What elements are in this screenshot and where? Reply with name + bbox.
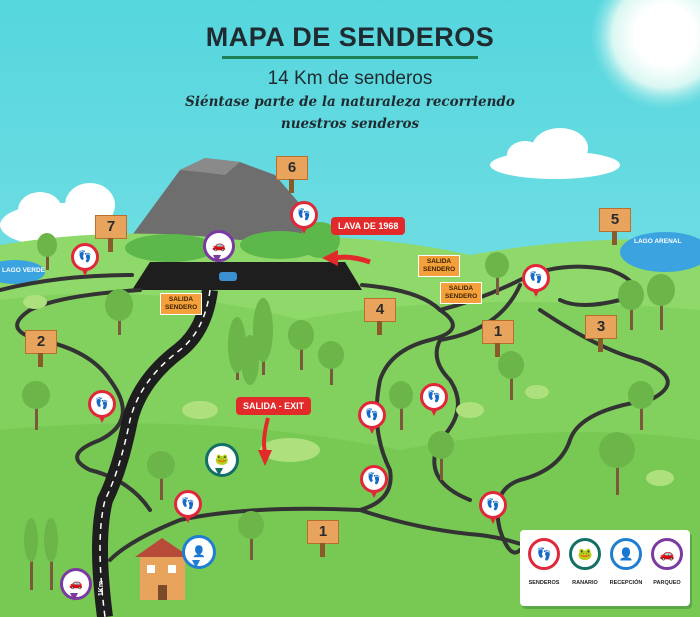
frog-icon: 🐸 (569, 538, 601, 570)
legend-label: RECEPCIÓN (609, 580, 643, 586)
trail-exit-tag: SALIDA SENDERO (418, 255, 460, 277)
legend-item-senderos: 👣 SENDEROS (524, 538, 564, 586)
legend-label: RANARIO (572, 580, 598, 586)
car-icon: 🚗 (212, 240, 226, 252)
trail-exit-tag: SALIDA SENDERO (440, 282, 482, 304)
legend-item-parqueo: 🚗 PARQUEO (647, 538, 687, 586)
trail-sign-6: 6 (276, 156, 308, 193)
footprints-icon: 👣 (78, 251, 92, 263)
tagline-line-2: nuestros senderos (280, 116, 420, 132)
title-underline (222, 56, 478, 59)
car-icon: 🚗 (69, 578, 83, 590)
trail-pin[interactable]: 👣 (358, 401, 386, 434)
trail-sign-1: 1 (307, 520, 339, 557)
exit-tag: SALIDA - EXIT (236, 397, 312, 415)
parked-car (219, 272, 237, 281)
footprints-icon: 👣 (529, 272, 543, 284)
footprints-icon: 👣 (528, 538, 560, 570)
legend-label: PARQUEO (653, 580, 681, 586)
trail-exit-tag: SALIDA SENDERO (160, 293, 202, 315)
legend-item-ranario: 🐸 RANARIO (565, 538, 605, 586)
clouds (0, 128, 620, 247)
trail-pin[interactable]: 👣 (360, 465, 388, 498)
road-distance-label: 1Km (98, 580, 106, 597)
trail-pin[interactable]: 👣 (290, 201, 318, 234)
trees (22, 233, 675, 590)
trail-pin[interactable]: 👣 (522, 264, 550, 297)
footprints-icon: 👣 (486, 499, 500, 511)
trail-pin[interactable]: 👣 (479, 491, 507, 524)
footprints-icon: 👣 (427, 391, 441, 403)
parking-lot (132, 262, 362, 290)
lake-arenal (620, 232, 700, 272)
frog-icon: 🐸 (215, 454, 229, 466)
lake-arenal-label: LAGO ARENAL (634, 238, 682, 245)
reception-icon: 👤 (610, 538, 642, 570)
footprints-icon: 👣 (181, 498, 195, 510)
reception-icon: 👤 (192, 546, 206, 558)
trail-pin[interactable]: 👣 (71, 243, 99, 276)
footprints-icon: 👣 (365, 409, 379, 421)
legend-item-recepcion: 👤 RECEPCIÓN (606, 538, 646, 586)
exit-arrow (262, 417, 270, 453)
parking-pin[interactable]: 🚗 (203, 230, 235, 263)
reception-pin[interactable]: 👤 (182, 535, 216, 569)
legend-label: SENDEROS (528, 580, 560, 586)
lava-tag: LAVA DE 1968 (331, 217, 406, 235)
lake-verde-label: LAGO VERDE (2, 267, 45, 274)
trail-sign-1: 1 (482, 320, 514, 357)
lake-verde (0, 260, 45, 284)
trail-sign-3: 3 (585, 315, 617, 352)
footprints-icon: 👣 (297, 209, 311, 221)
footprints-icon: 👣 (95, 398, 109, 410)
car-icon: 🚗 (651, 538, 683, 570)
parking-pin[interactable]: 🚗 (60, 568, 92, 601)
trail-sign-7: 7 (95, 215, 127, 252)
trail-sign-2: 2 (25, 330, 57, 367)
map-legend: 👣 SENDEROS 🐸 RANARIO 👤 RECEPCIÓN 🚗 PARQU… (520, 530, 690, 606)
sun (635, 5, 695, 65)
volcano (125, 158, 335, 245)
subtitle: 14 Km de senderos (267, 68, 433, 89)
trail-pin[interactable]: 👣 (420, 383, 448, 416)
frog-pin[interactable]: 🐸 (205, 443, 239, 477)
map-title: MAPA DE SENDEROS (205, 22, 495, 52)
trail-pin[interactable]: 👣 (174, 490, 202, 523)
tagline-line-1: Siéntase parte de la naturaleza recorrie… (185, 94, 515, 110)
footprints-icon: 👣 (367, 473, 381, 485)
trail-sign-4: 4 (364, 298, 396, 335)
trail-pin[interactable]: 👣 (88, 390, 116, 423)
trail-sign-5: 5 (599, 208, 631, 245)
reception-house (135, 538, 190, 600)
